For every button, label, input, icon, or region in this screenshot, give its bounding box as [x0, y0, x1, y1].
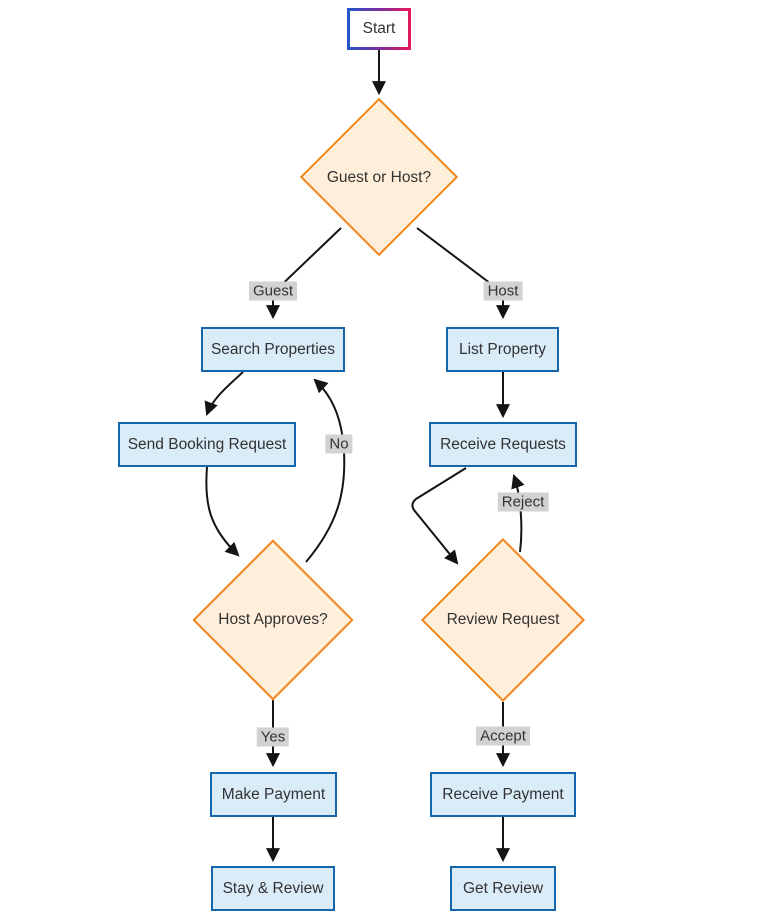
node-stay-and-review: Stay & Review: [211, 866, 335, 911]
edge-send-booking-to-host-approves: [205, 466, 240, 557]
decision-guest-or-host-label: Guest or Host?: [326, 169, 432, 186]
edge-label-accept: Accept: [476, 726, 530, 746]
edge-host-branch: [416, 227, 510, 320]
node-receive-requests: Receive Requests: [429, 422, 577, 467]
edge-label-yes: Yes: [256, 727, 290, 747]
edge-no-back-to-search: [305, 378, 346, 563]
node-send-booking-request: Send Booking Request: [118, 422, 296, 467]
edge-label-host: Host: [483, 281, 523, 301]
edge-label-guest: Guest: [248, 281, 298, 301]
edge-label-reject: Reject: [497, 492, 549, 512]
edge-reject-back-to-receive-requests: [511, 474, 525, 553]
edge-receive-requests-to-review: [411, 467, 467, 565]
node-search-properties: Search Properties: [201, 327, 345, 372]
edge-label-no: No: [325, 434, 353, 454]
decision-host-approves-label: Host Approves?: [218, 611, 328, 628]
node-list-property: List Property: [446, 327, 559, 372]
edge-search-to-send-booking: [204, 371, 244, 416]
node-make-payment: Make Payment: [210, 772, 337, 817]
node-get-review: Get Review: [450, 866, 556, 911]
node-receive-payment: Receive Payment: [430, 772, 576, 817]
edge-guest-branch: [266, 227, 342, 320]
decision-review-request-label: Review Request: [446, 611, 560, 628]
node-start: Start: [347, 8, 411, 50]
